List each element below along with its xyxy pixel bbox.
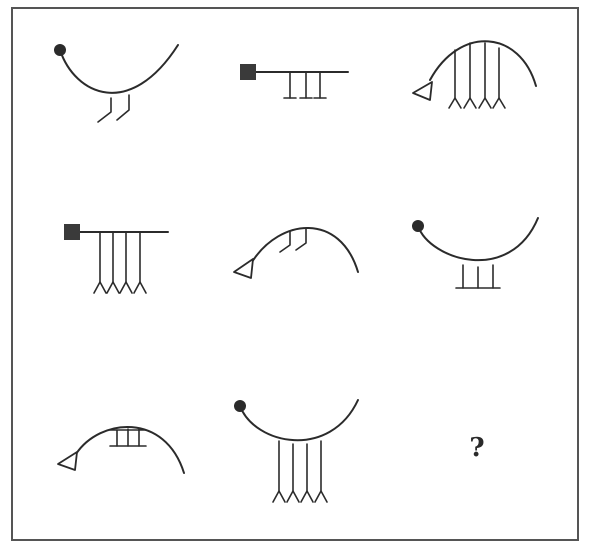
missing-cell-question-mark: ? — [462, 430, 492, 466]
